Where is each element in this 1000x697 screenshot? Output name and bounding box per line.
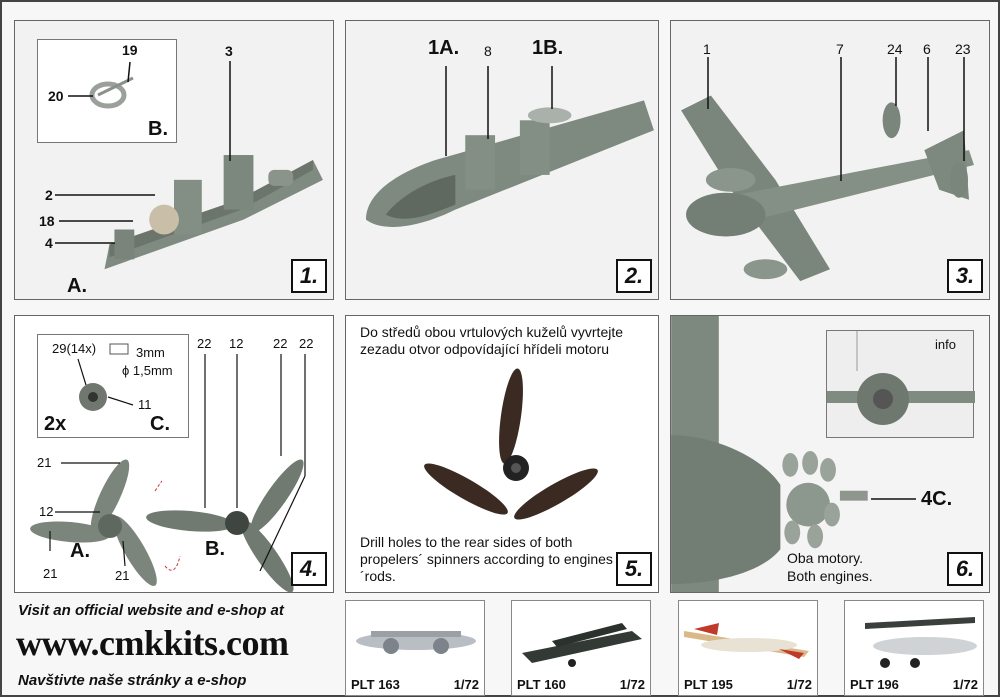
- label-22-a: 22: [197, 336, 212, 351]
- product-code: PLT 195: [684, 677, 733, 692]
- step-number: 2.: [616, 259, 652, 293]
- step-3-leader-lines: [707, 57, 965, 181]
- drill-note-en: Drill holes to the rear sides of both pr…: [360, 534, 613, 584]
- label-1: 1: [703, 41, 711, 57]
- product-card-plt163[interactable]: PLT 163 1/72: [345, 600, 485, 696]
- label-6: 6: [923, 41, 931, 57]
- product-scale: 1/72: [952, 677, 978, 692]
- label-11: 11: [138, 397, 152, 412]
- label-4: 4: [45, 235, 53, 251]
- label-23: 23: [955, 41, 971, 57]
- detail-c-label: C.: [150, 413, 170, 435]
- product-code: PLT 196: [850, 677, 899, 692]
- product-scale: 1/72: [453, 677, 479, 692]
- product-scale: 1/72: [786, 677, 812, 692]
- step-4-panel: 29(14x) 3mm ϕ 1,5mm 11 2x C.: [14, 315, 334, 593]
- label-24: 24: [887, 41, 903, 57]
- product-code: PLT 163: [351, 677, 400, 692]
- label-diameter: ϕ 1,5mm: [122, 363, 173, 378]
- label-29-qty: 29(14x): [52, 341, 97, 356]
- plane-thumbnail-icon: [684, 623, 809, 659]
- visit-line-cz: Navštivte naše stránky a e-shop: [18, 672, 247, 689]
- step-6-panel: info 4C. Oba motory. Both engines. 6.: [670, 315, 990, 593]
- product-code: PLT 160: [517, 677, 566, 692]
- detail-b-label: B.: [148, 118, 168, 140]
- plane-thumbnail-icon: [356, 631, 476, 654]
- product-card-plt160[interactable]: PLT 160 1/72: [511, 600, 651, 696]
- step-3-panel: 1 7 24 6 23 3.: [670, 20, 990, 300]
- label-length: 3mm: [136, 345, 165, 360]
- label-20: 20: [48, 88, 64, 104]
- painted-propeller-photo: [424, 368, 598, 520]
- step-1-panel: 19 20 B. 3 2 18 4 A. 1.: [14, 20, 334, 300]
- label-19: 19: [122, 42, 138, 58]
- label-22-b: 22: [273, 336, 288, 351]
- label-8: 8: [484, 43, 492, 59]
- label-12-b: 12: [39, 504, 54, 519]
- view-a-label: A.: [67, 275, 87, 297]
- step-number: 5.: [616, 552, 652, 586]
- label-3: 3: [225, 43, 233, 59]
- label-21-a: 21: [37, 455, 52, 470]
- plane-thumbnail-icon: [522, 623, 642, 667]
- propeller-diagram: [30, 354, 306, 592]
- website-link[interactable]: www.cmkkits.com: [16, 623, 289, 663]
- step-number: 3.: [947, 259, 983, 293]
- product-scale: 1/72: [619, 677, 645, 692]
- detail-c-inset: 29(14x) 3mm ϕ 1,5mm 11 2x C.: [37, 334, 189, 438]
- step-number: 6.: [947, 552, 983, 586]
- quantity-label: 2x: [44, 413, 67, 435]
- engines-note-cz: Oba motory.: [787, 550, 863, 566]
- assembled-airframe-photo: [671, 21, 989, 299]
- info-inset: info: [826, 330, 975, 438]
- product-card-plt195[interactable]: PLT 195 1/72: [678, 600, 818, 696]
- detail-b-inset: 19 20 B.: [37, 39, 177, 143]
- plane-thumbnail-icon: [865, 617, 977, 668]
- label-2: 2: [45, 187, 53, 203]
- step-2-panel: 1A. 8 1B. 2.: [345, 20, 659, 300]
- label-22-c: 22: [299, 336, 314, 351]
- fuselage-cockpit-photo: [346, 21, 658, 299]
- label-21-c: 21: [115, 568, 130, 583]
- visit-line-en: Visit an official website and e-shop at: [18, 602, 284, 619]
- step-6-leader-line: [871, 498, 916, 500]
- engine-reference-photo: [827, 331, 975, 425]
- view-a-label: A.: [70, 540, 90, 562]
- label-7: 7: [836, 41, 844, 57]
- view-b-label: B.: [205, 538, 225, 560]
- label-1b: 1B.: [532, 37, 564, 59]
- step-5-panel: Do středů obou vrtulových kuželů vyvrtej…: [345, 315, 659, 593]
- label-1a: 1A.: [428, 37, 460, 59]
- engines-note-en: Both engines.: [787, 568, 873, 584]
- product-card-plt196[interactable]: PLT 196 1/72: [844, 600, 984, 696]
- label-18: 18: [39, 213, 55, 229]
- step-1-leader-lines: [55, 61, 231, 244]
- label-4c: 4C.: [921, 488, 953, 510]
- drill-note-cz: Do středů obou vrtulových kuželů vyvrtej…: [360, 324, 624, 357]
- step-number: 1.: [291, 259, 327, 293]
- step-2-leader-lines: [445, 66, 553, 156]
- step-number: 4.: [291, 552, 327, 586]
- rivet-and-engine-icon: [77, 343, 134, 411]
- info-label: info: [935, 337, 956, 352]
- label-12-a: 12: [229, 336, 244, 351]
- seat-part-icon: [68, 61, 134, 109]
- label-21-b: 21: [43, 566, 58, 581]
